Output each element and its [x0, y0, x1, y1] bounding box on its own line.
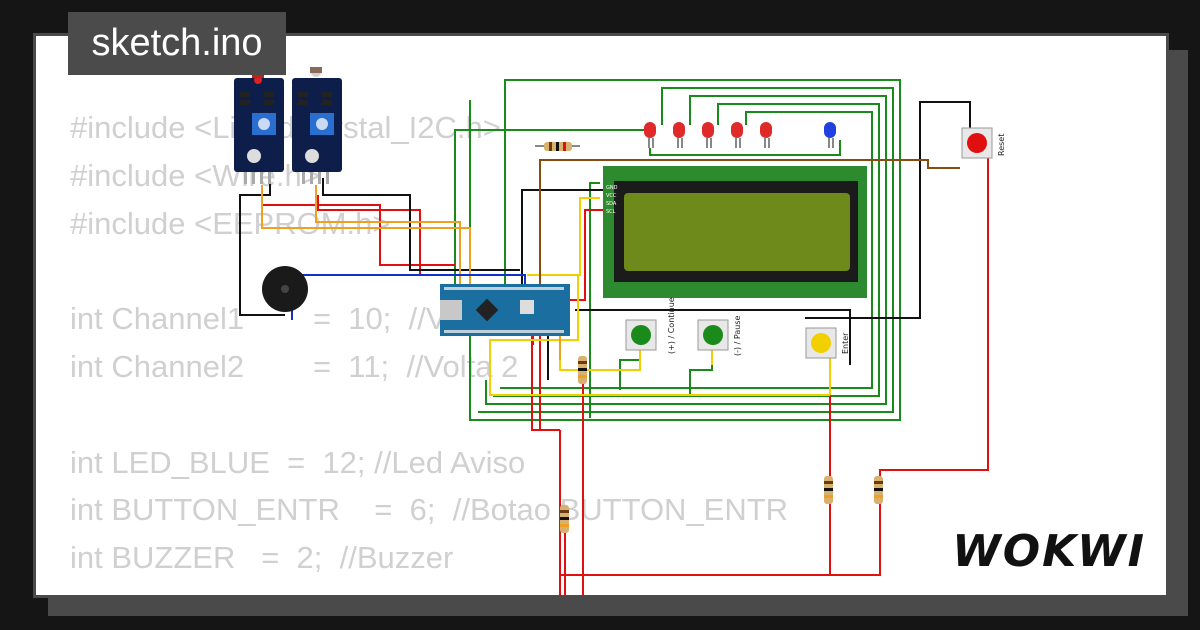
- resistor-bottom-reset[interactable]: [874, 476, 883, 504]
- black-wires: [239, 101, 971, 380]
- button-labels: (+) / Continue (-) / Pause Enter Reset: [667, 134, 1006, 356]
- lcd-pin-labels: GND VCC SDA SCL: [606, 185, 618, 215]
- resistor-bottom-left[interactable]: [560, 505, 569, 533]
- button-reset[interactable]: [961, 127, 993, 159]
- brown-wire: [539, 159, 960, 285]
- lcd-pin-vcc: VCC: [606, 193, 617, 199]
- led-blue[interactable]: [824, 122, 836, 148]
- label-reset: Reset: [997, 134, 1006, 156]
- light-sensor-1[interactable]: [234, 72, 284, 184]
- label-continue: (+) / Continue: [667, 297, 676, 354]
- file-name-tab[interactable]: sketch.ino: [68, 12, 286, 75]
- led-red-1: [644, 122, 656, 148]
- green-wires: [454, 79, 901, 421]
- code-line: int BUTTON_ENTR = 6; //Botao BUTTON_ENTR: [70, 492, 789, 528]
- resistor-bottom-enter[interactable]: [824, 476, 833, 504]
- led-red-5: [760, 122, 772, 148]
- lcd-pin-scl: SCL: [606, 209, 616, 215]
- led-red-2: [673, 122, 685, 148]
- led-red-3: [702, 122, 714, 148]
- arduino-nano[interactable]: [440, 284, 570, 336]
- buzzer[interactable]: [262, 266, 308, 312]
- label-enter: Enter: [841, 332, 850, 354]
- lcd-display[interactable]: [603, 166, 867, 298]
- code-line: #include <EEPROM.h>: [70, 205, 391, 241]
- code-line: int BUZZER = 2; //Buzzer: [70, 540, 454, 576]
- led-red-4: [731, 122, 743, 148]
- code-line: int Channel2 = 11; //Volta 2: [70, 348, 519, 384]
- button-pause[interactable]: [697, 319, 729, 351]
- wokwi-logo: WOKWI: [952, 526, 1146, 577]
- lcd-pin-sda: SDA: [606, 201, 617, 207]
- red-leds[interactable]: [644, 122, 772, 148]
- code-line: int LED_BLUE = 12; //Led Aviso: [70, 444, 526, 480]
- light-sensor-2[interactable]: [292, 67, 342, 184]
- button-enter[interactable]: [805, 327, 837, 359]
- label-pause: (-) / Pause: [733, 315, 742, 356]
- resistor-mid[interactable]: [578, 356, 587, 384]
- resistor-top[interactable]: [535, 142, 580, 151]
- lcd-pin-gnd: GND: [606, 185, 618, 191]
- button-continue[interactable]: [625, 319, 657, 351]
